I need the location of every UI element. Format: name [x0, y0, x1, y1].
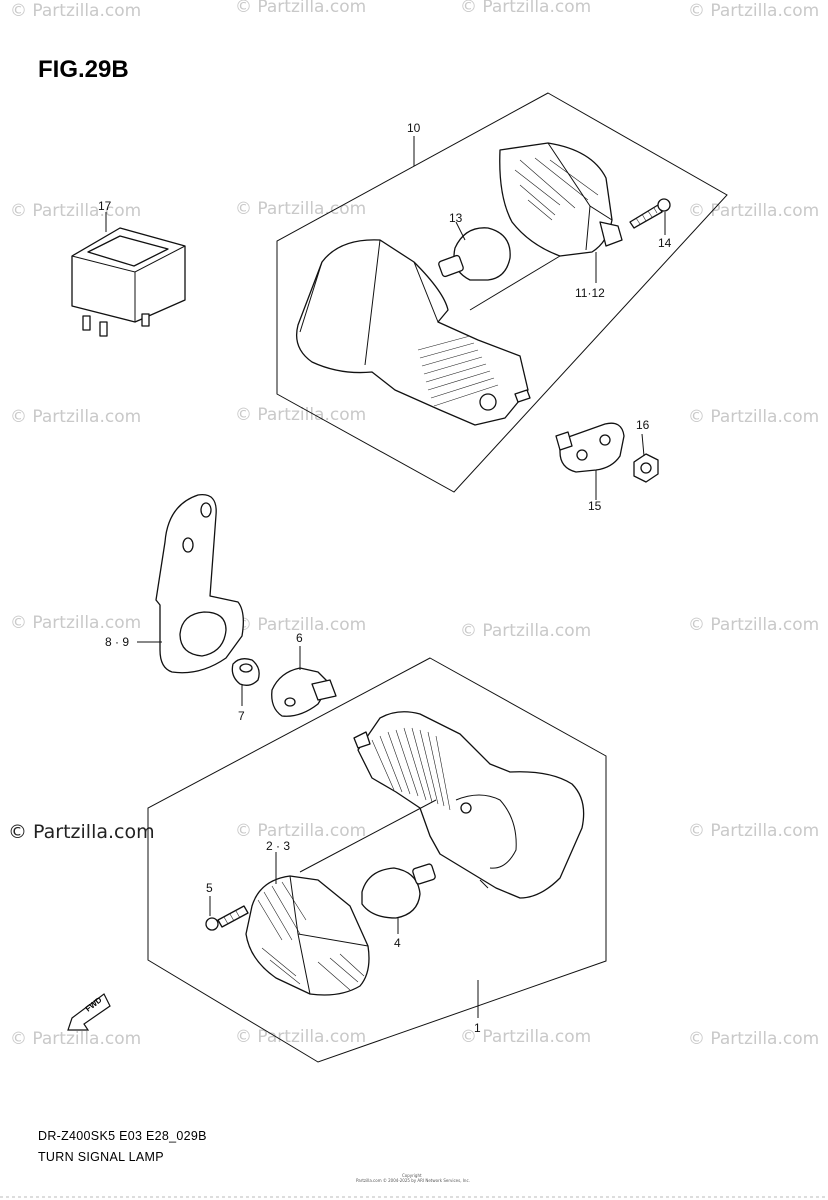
rear-signal-assembly: [147, 657, 607, 1063]
flange-nut: [633, 433, 659, 483]
watermark: © Partzilla.com: [235, 1027, 366, 1047]
assembly-axis-lower: [299, 799, 437, 873]
watermark: © Partzilla.com: [688, 821, 819, 841]
leader-16: [641, 433, 645, 457]
callout-11-12: 11·12: [575, 286, 605, 300]
rubber-boot-ribs: [417, 335, 499, 407]
assembly-frame-lower: [147, 657, 607, 1063]
callout-6: 6: [296, 631, 303, 645]
copyright-line-1: Copyright: [402, 1173, 422, 1178]
lens-texture: [514, 157, 599, 221]
housing-inner: [455, 794, 517, 869]
lens-screw-rear: [205, 905, 249, 931]
leader-13: [455, 221, 466, 241]
lens-screw: [629, 198, 671, 229]
callout-5: 5: [206, 881, 213, 895]
signal-bracket: [137, 494, 244, 674]
assembly-frame-upper: [276, 92, 728, 493]
watermark: © Partzilla.com: [235, 615, 366, 635]
watermark: © Partzilla.com: [460, 621, 591, 641]
callout-14: 14: [658, 236, 672, 250]
callout-10: 10: [407, 121, 421, 135]
callout-1: 1: [474, 1021, 481, 1035]
figure-title: FIG.29B: [38, 56, 129, 83]
diagram-name: TURN SIGNAL LAMP: [38, 1150, 164, 1164]
bulb-rear: [361, 867, 421, 919]
housing-edges: [299, 239, 439, 366]
callout-17: 17: [98, 199, 112, 213]
watermark: © Partzilla.com: [10, 613, 141, 633]
watermark: © Partzilla.com: [688, 615, 819, 635]
callout-8-9: 8 · 9: [105, 635, 129, 649]
turn-signal-relay: [71, 212, 186, 337]
watermark: © Partzilla.com: [235, 199, 366, 219]
rubber-washer: [231, 658, 260, 706]
callout-7: 7: [238, 709, 245, 723]
spacer-plate-rear: [271, 646, 337, 717]
front-signal-assembly: [276, 92, 728, 493]
callout-labels: 10 13 14 11·12 17 16 15 8 · 9 6 7 2 · 3 …: [98, 121, 672, 1035]
bulb-base-front: [438, 254, 464, 278]
spacer-plate: [555, 422, 625, 500]
bulb-base-rear: [412, 863, 436, 885]
copyright-line-2: Partzilla.com © 2004-2025 by ARI Network…: [356, 1178, 470, 1183]
housing-stud: [514, 389, 531, 403]
housing-hole: [460, 802, 472, 814]
lens-rear-facets: [289, 875, 369, 995]
watermark: © Partzilla.com: [235, 821, 366, 841]
callout-2-3: 2 · 3: [266, 839, 290, 853]
housing-grommet: [479, 393, 497, 411]
watermark: © Partzilla.com: [688, 201, 819, 221]
watermark: © Partzilla.com: [235, 0, 366, 17]
callout-13: 13: [449, 211, 463, 225]
watermark-dark: © Partzilla.com: [8, 821, 155, 843]
lens-facets: [547, 142, 613, 251]
housing-detail: [479, 879, 489, 889]
watermark: © Partzilla.com: [10, 1, 141, 21]
watermark: © Partzilla.com: [10, 201, 141, 221]
lens-rear-texture: [257, 881, 365, 991]
watermark: © Partzilla.com: [10, 1029, 141, 1049]
watermark: © Partzilla.com: [10, 407, 141, 427]
rear-housing-stud: [353, 731, 371, 749]
callout-16: 16: [636, 418, 650, 432]
lens-tab: [599, 221, 623, 247]
diagram-code: DR-Z400SK5 E03 E28_029B: [38, 1129, 207, 1143]
callout-15: 15: [588, 499, 602, 513]
forward-arrow-icon: FWD: [67, 993, 111, 1031]
callout-4: 4: [394, 936, 401, 950]
signal-housing-front: [295, 239, 529, 426]
watermark: © Partzilla.com: [460, 1027, 591, 1047]
watermark: © Partzilla.com: [460, 0, 591, 17]
watermark: © Partzilla.com: [688, 1, 819, 21]
bulb-front: [453, 227, 511, 281]
signal-housing-rear: [357, 711, 585, 899]
lens-front: [499, 142, 613, 257]
rear-boot-ribs: [371, 727, 451, 811]
watermark: © Partzilla.com: [235, 405, 366, 425]
assembly-axis-upper: [469, 255, 561, 311]
watermark: © Partzilla.com: [688, 1029, 819, 1049]
watermark: © Partzilla.com: [688, 407, 819, 427]
